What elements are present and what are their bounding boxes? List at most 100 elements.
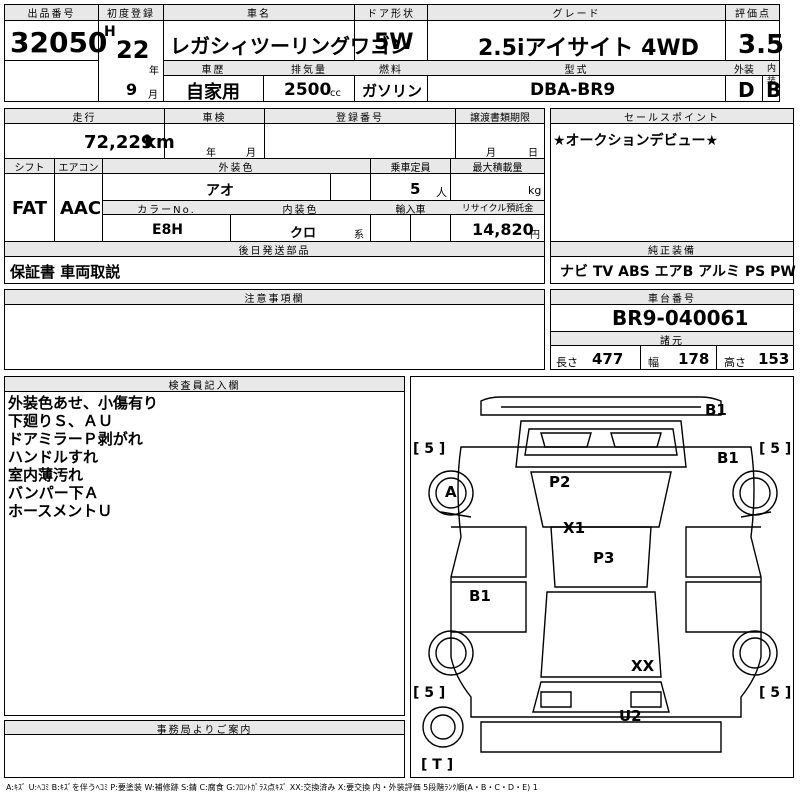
damage-mark: P3	[593, 549, 615, 567]
grade-label: グレード	[552, 9, 601, 20]
door-type: 5W	[374, 30, 414, 55]
displacement-label: 排気量	[291, 65, 327, 76]
ext-color: アオ	[206, 183, 234, 199]
damage-mark: P2	[549, 473, 571, 491]
transfer-month-unit: 月	[486, 148, 496, 159]
capacity-unit: 人	[436, 186, 447, 199]
sales-point-label: セールスポイント	[624, 113, 720, 124]
remark-item: 外装色あせ、小傷有り	[8, 394, 159, 412]
month-unit: 月	[148, 90, 158, 101]
int-color-label: 内装色	[282, 205, 319, 216]
damage-diagram: B1 B1 A P2 X1 P3 B1 XX U2 [ 5 ] [ 5 ] [ …	[410, 376, 794, 778]
lot-number: 32050	[10, 26, 108, 59]
length: 477	[592, 350, 624, 368]
inspector-label: 検査員記入欄	[168, 381, 241, 392]
first-reg-label: 初度登録	[107, 9, 155, 20]
car-name-label: 車名	[247, 9, 271, 20]
chassis-box	[550, 289, 794, 370]
inspection-month-unit: 月	[246, 148, 256, 159]
damage-mark: A	[445, 483, 457, 501]
reg-month: 9	[126, 80, 138, 99]
height-label: 高さ	[724, 356, 746, 369]
remark-item: ホースメントＵ	[8, 502, 113, 520]
yen-unit: 円	[530, 230, 540, 241]
sales-point: ★オークションデビュー★	[553, 133, 719, 149]
import-label: 輸入車	[395, 205, 426, 216]
later-parts-label: 後日発送部品	[238, 246, 311, 257]
sales-point-box	[550, 108, 794, 242]
remark-item: ドアミラーＰ剥がれ	[8, 430, 143, 448]
reg-no-label: 登録番号	[336, 113, 384, 124]
damage-mark: U2	[619, 707, 642, 725]
mileage-unit: km	[144, 132, 175, 153]
door-label: ドア形状	[367, 9, 415, 20]
shift: FAT	[12, 198, 48, 219]
damage-mark: B1	[717, 449, 739, 467]
length-label: 長さ	[556, 356, 578, 369]
width: 178	[678, 350, 710, 368]
remark-item: 室内薄汚れ	[8, 466, 84, 484]
tire-tread-fl: [ 5 ]	[413, 441, 446, 457]
model-code: DBA-BR9	[530, 80, 616, 100]
office-label: 事務局よりご案内	[156, 725, 253, 736]
color-no: E8H	[152, 222, 184, 238]
transfer-day-unit: 日	[528, 148, 538, 159]
equipment-box	[550, 241, 794, 284]
damage-mark: X1	[563, 519, 586, 537]
inspector-box	[4, 376, 405, 716]
recycle-fee: 14,820	[472, 220, 534, 239]
tire-tread-rl: [ 5 ]	[413, 685, 446, 701]
exterior-label: 外装	[734, 65, 754, 76]
remark-item: バンパー下Ａ	[8, 484, 99, 502]
equipment-label: 純正装備	[648, 246, 696, 257]
displacement: 2500	[284, 80, 332, 100]
specs-label: 諸元	[660, 336, 684, 347]
inspection-label: 車検	[202, 113, 227, 124]
color-no-label: カラーNo.	[137, 205, 196, 216]
history: 自家用	[186, 82, 240, 103]
caution-label: 注意事項欄	[244, 294, 305, 305]
capacity-label: 乗車定員	[390, 163, 431, 174]
exterior-grade: D	[738, 78, 755, 102]
int-color: クロ	[290, 226, 317, 241]
aircon: AAC	[60, 198, 102, 219]
interior-label: 内装	[766, 64, 776, 87]
later-parts: 保証書 車両取説	[10, 263, 121, 281]
era-letter: H	[104, 24, 116, 40]
reg-year: 22	[116, 36, 150, 64]
capacity: 5	[410, 180, 421, 198]
lot-label: 出品番号	[27, 9, 76, 20]
top-block	[4, 4, 780, 102]
height: 153	[758, 350, 790, 368]
color-suffix: 系	[354, 230, 364, 241]
legend: A:ｷｽﾞ U:ﾍｺﾐ B:ｷｽﾞを伴うﾍｺﾐ P:要塗装 W:補修跡 S:錆 …	[6, 783, 538, 792]
inspection-year-unit: 年	[206, 148, 216, 159]
tire-tread-spare: [ T ]	[421, 757, 454, 773]
remarks-list: 外装色あせ、小傷有り 下廻りＳ、ＡＵ ドアミラーＰ剥がれ ハンドルすれ 室内薄汚…	[8, 394, 158, 520]
transfer-deadline-label: 譲渡書類期限	[470, 113, 530, 124]
recycle-label: リサイクル預託金	[461, 204, 534, 214]
aircon-label: エアコン	[58, 163, 99, 174]
tire-tread-fr: [ 5 ]	[759, 441, 792, 457]
mileage-label: 走行	[72, 113, 97, 124]
caution-box	[4, 289, 545, 370]
remark-item: 下廻りＳ、ＡＵ	[8, 412, 114, 430]
tire-tread-rr: [ 5 ]	[759, 685, 792, 701]
mileage: 72,229	[84, 132, 154, 153]
shift-label: シフト	[14, 163, 45, 174]
max-load-label: 最大積載量	[472, 163, 523, 174]
width-label: 幅	[648, 356, 659, 369]
model-code-label: 型式	[564, 65, 589, 76]
ext-color-label: 外装色	[218, 163, 255, 174]
load-unit: kg	[528, 184, 542, 197]
history-label: 車歴	[201, 65, 226, 76]
damage-mark: B1	[469, 587, 491, 605]
cc-unit: cc	[330, 88, 341, 99]
chassis-label: 車台番号	[648, 294, 696, 305]
office-box	[4, 720, 405, 778]
fuel: ガソリン	[362, 82, 423, 100]
interior-grade: B	[766, 78, 782, 102]
score: 3.5	[738, 30, 785, 60]
score-label: 評価点	[735, 9, 771, 20]
car-name: レガシィツーリングワゴン	[170, 34, 410, 58]
